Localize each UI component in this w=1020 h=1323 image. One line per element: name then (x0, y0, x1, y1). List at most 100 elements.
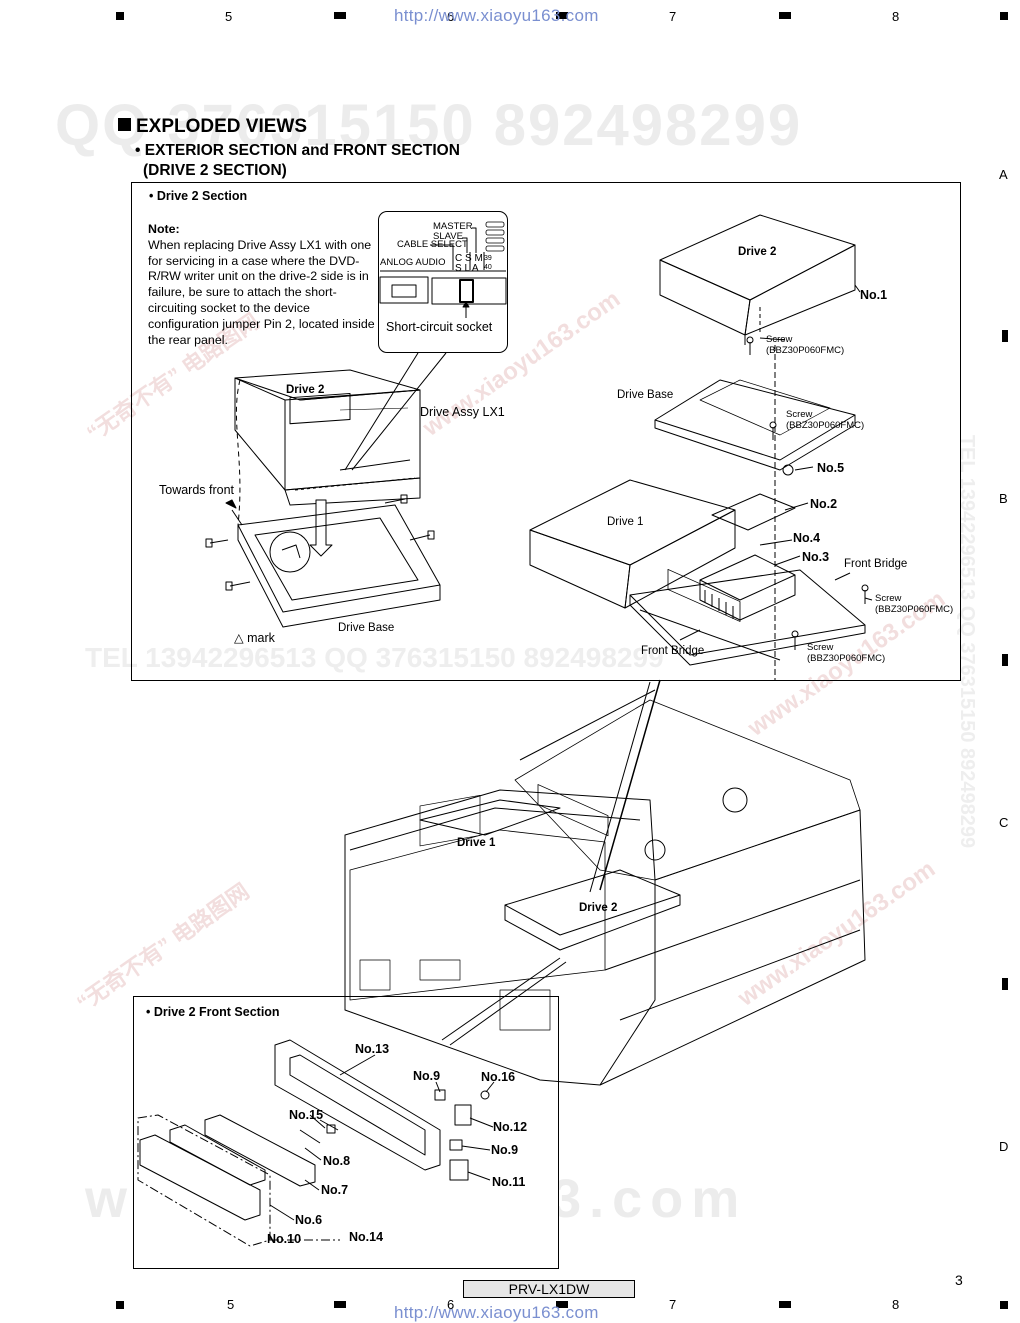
column-number: 7 (669, 1297, 677, 1312)
row-mark (1002, 654, 1008, 666)
corner-mark (1000, 12, 1008, 20)
anlog-audio-connector (379, 276, 429, 304)
screw3-label: Screw (875, 593, 902, 604)
screw-icon (746, 336, 869, 650)
column-number: 6 (447, 9, 455, 24)
section-subtitle: • EXTERIOR SECTION and FRONT SECTION (135, 142, 460, 159)
frame-mark (334, 12, 346, 19)
chassis-outline (344, 789, 866, 1086)
column-number: 5 (227, 1297, 235, 1312)
footer-url[interactable]: http://www.xiaoyu163.com (394, 1303, 599, 1322)
no14-label: No.14 (349, 1230, 384, 1244)
part-no11 (449, 1159, 469, 1181)
corner-mark (1000, 1301, 1008, 1309)
front-panel-no13 (274, 1039, 441, 1171)
no16-label: No.16 (481, 1070, 516, 1084)
screw2-code: (BBZ30P060FMC) (786, 420, 865, 431)
section-subtitle-2: (DRIVE 2 SECTION) (143, 162, 287, 179)
short-circuit-socket-label: Short-circuit socket (386, 320, 493, 334)
drive2-right-top (659, 214, 856, 301)
row-mark (1002, 330, 1008, 342)
frame-mark (556, 1301, 568, 1308)
no5-label: No.5 (817, 461, 845, 475)
no9-label-bottom: No.9 (491, 1143, 519, 1157)
front-section-frame (133, 996, 559, 1269)
inset-csm: C S M (455, 253, 483, 264)
frame-mark (556, 12, 568, 19)
row-letter: D (999, 1139, 1009, 1154)
column-number: 5 (225, 9, 233, 24)
no10-label: No.10 (267, 1232, 302, 1246)
no7-label: No.7 (321, 1183, 349, 1197)
part-no9b (449, 1139, 463, 1151)
jumper-inset (378, 211, 508, 353)
column-number: 6 (447, 1297, 455, 1312)
inset-anlog-audio: ANLOG AUDIO (380, 257, 446, 268)
jumper-pins (431, 277, 507, 305)
corner-mark (116, 1301, 124, 1309)
drive-base-right (654, 379, 856, 461)
triangle-mark-label: △ mark (234, 631, 275, 645)
drive2-section-frame (131, 182, 961, 681)
no2-label: No.2 (810, 497, 838, 511)
screw4-label: Screw (807, 642, 834, 653)
frame-mark (334, 1301, 346, 1308)
model-number: PRV-LX1DW (463, 1280, 635, 1298)
page-number: 3 (955, 1272, 963, 1288)
bracket-no7 (204, 1114, 316, 1187)
bezel-no6 (139, 1134, 261, 1221)
no11-label: No.11 (492, 1175, 526, 1189)
pad-no2 (711, 493, 796, 531)
dash-group-no14 (137, 1114, 271, 1247)
row-mark (1002, 978, 1008, 990)
screw4-code: (BBZ30P060FMC) (807, 653, 886, 664)
screw1-code: (BBZ30P060FMC) (766, 345, 845, 356)
column-number: 8 (892, 1297, 900, 1312)
drive1-label-right: Drive 1 (607, 516, 644, 528)
inset-master: MASTER (433, 221, 473, 232)
note-heading: Note: (148, 222, 180, 236)
part-no9a (434, 1089, 446, 1101)
corner-mark (116, 12, 124, 20)
screw-no16 (480, 1090, 490, 1100)
drive-base-label-right: Drive Base (617, 389, 674, 401)
inset-sla: S L A (455, 263, 479, 274)
column-number: 7 (669, 9, 677, 24)
no9-label-top: No.9 (413, 1069, 441, 1083)
row-letter: B (999, 491, 1008, 506)
inset-pin40: 40 (484, 264, 492, 271)
column-number: 8 (892, 9, 900, 24)
page-title: EXPLODED VIEWS (118, 116, 307, 138)
part-no12 (454, 1104, 472, 1126)
no6-label: No.6 (295, 1213, 323, 1227)
chassis-drive2-label: Drive 2 (579, 902, 618, 914)
front-section-title: • Drive 2 Front Section (146, 1005, 280, 1019)
no8-label: No.8 (323, 1154, 351, 1168)
drive2-section-title: • Drive 2 Section (149, 189, 248, 203)
note-text: When replacing Drive Assy LX1 with one f… (148, 237, 375, 347)
front-bridge-label-right: Front Bridge (844, 558, 908, 570)
inset-slave: SLAVE (433, 231, 463, 242)
chassis-drive1-label: Drive 1 (457, 837, 496, 849)
frame-mark (779, 1301, 791, 1308)
drive2-label-left: Drive 2 (286, 384, 325, 396)
drive-assy-label: Drive Assy LX1 (420, 405, 505, 419)
no1-label: No.1 (860, 288, 888, 302)
short-circuit-socket (459, 279, 474, 303)
towards-front-label: Towards front (159, 483, 235, 497)
header-url[interactable]: http://www.xiaoyu163.com (394, 6, 599, 25)
screw2-label: Screw (786, 409, 813, 420)
replacement-note: Note: When replacing Drive Assy LX1 with… (148, 222, 378, 348)
row-letter: C (999, 815, 1009, 830)
no4-label: No.4 (793, 531, 821, 545)
page-title-text: EXPLODED VIEWS (136, 116, 308, 137)
no12-label: No.12 (493, 1120, 528, 1134)
square-bullet-icon (118, 118, 131, 131)
front-bridge (629, 569, 866, 656)
no3-label: No.3 (802, 550, 830, 564)
drive-base-label-left: Drive Base (338, 622, 395, 634)
drive1-top (529, 479, 736, 566)
screw3-code: (BBZ30P060FMC) (875, 604, 954, 615)
screw-icon (205, 494, 435, 591)
inset-pin39: 39 (484, 255, 492, 262)
